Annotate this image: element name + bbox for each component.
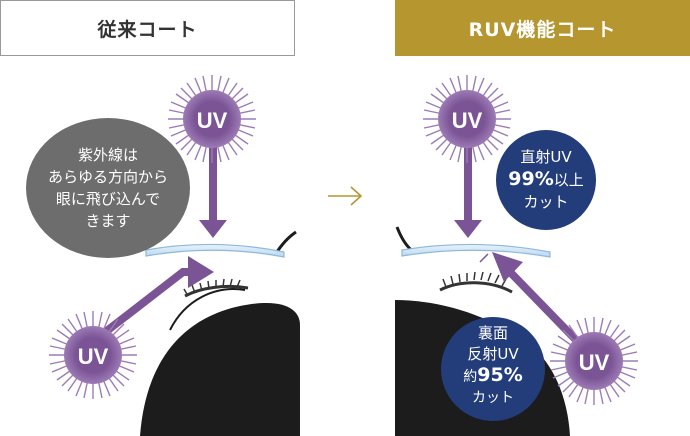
bubble-line: 眼に飛び込んで	[55, 190, 161, 208]
left-uv-burst-bottom	[49, 311, 137, 399]
left-info-bubble-text: 紫外線は あらゆる方向から 眼に飛び込んで きます	[30, 144, 186, 232]
right-reflected-uv-arrow	[507, 269, 581, 345]
left-lens	[145, 243, 285, 258]
right-uv-bottom-label: UV	[579, 350, 610, 375]
direct-cut-line2: 99%以上	[496, 168, 596, 191]
back-cut-bubble-text: 裏面 反射UV 約95% カット	[441, 323, 545, 409]
right-eyelashes	[439, 271, 513, 294]
right-uv-top-label: UV	[452, 108, 483, 133]
left-reflected-uv-arrowhead	[188, 256, 214, 288]
left-uv-burst-top	[168, 75, 256, 163]
back-cut-prefix: 約	[463, 369, 478, 385]
back-cut-line2: 反射UV	[467, 345, 519, 363]
right-lens	[401, 243, 551, 258]
conventional-coat-title: 従来コート	[97, 18, 198, 41]
conventional-coat-header: 従来コート	[0, 0, 295, 56]
bubble-line: あらゆる方向から	[47, 168, 168, 186]
direct-cut-suffix: 以上	[553, 171, 584, 189]
left-face-line	[169, 288, 246, 331]
direct-cut-line3: カット	[523, 193, 569, 211]
direct-cut-percent: 99%	[508, 168, 554, 190]
direct-cut-line1: 直射UV	[520, 148, 572, 166]
right-scene: UV UV	[395, 75, 638, 436]
ruv-coat-title: RUV機能コート	[468, 18, 617, 41]
left-uv-top-label: UV	[197, 108, 228, 133]
left-scene: UV UV	[26, 75, 300, 436]
back-cut-percent: 95%	[477, 364, 523, 386]
right-direct-cut-bubble	[496, 130, 596, 230]
left-head-silhouette	[140, 303, 300, 436]
direct-cut-bubble-text: 直射UV 99%以上 カット	[496, 146, 596, 213]
bubble-line: きます	[85, 212, 131, 230]
back-cut-line4: カット	[472, 390, 514, 406]
right-arrow-icon	[328, 186, 363, 206]
ruv-coat-header: RUV機能コート	[395, 0, 690, 56]
left-info-bubble	[26, 118, 190, 258]
back-cut-line3: 約95%	[441, 365, 545, 388]
left-uv-bottom-label: UV	[78, 344, 109, 369]
bubble-line: 紫外線は	[77, 146, 138, 164]
right-uv-burst-bottom	[550, 317, 638, 405]
right-blocked-indicator	[479, 253, 489, 263]
left-eyelashes	[183, 278, 249, 298]
right-direct-uv-arrowhead	[454, 220, 482, 238]
left-direct-uv-arrowhead	[199, 220, 227, 238]
right-reflected-uv-arrowhead	[492, 252, 523, 282]
back-cut-line1: 裏面	[477, 324, 508, 342]
right-uv-burst-top	[423, 75, 511, 163]
right-back-cut-bubble	[441, 317, 545, 421]
